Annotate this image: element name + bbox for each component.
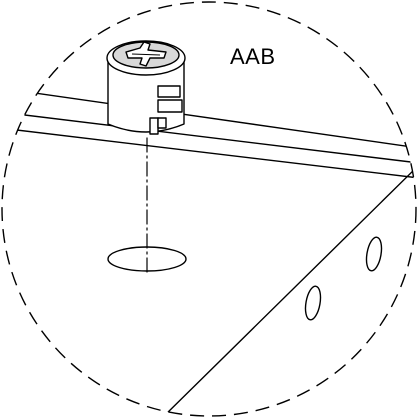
dowel-hole-left [304, 285, 322, 321]
part-label: AAB [230, 44, 276, 69]
board-front-edge [159, 164, 416, 416]
board-edge-line-lower [2, 127, 416, 179]
board-edge-line-upper [2, 111, 416, 164]
board-edge-line-top [2, 87, 416, 149]
cam-fitting [106, 40, 186, 135]
dowel-hole-right [365, 236, 383, 272]
